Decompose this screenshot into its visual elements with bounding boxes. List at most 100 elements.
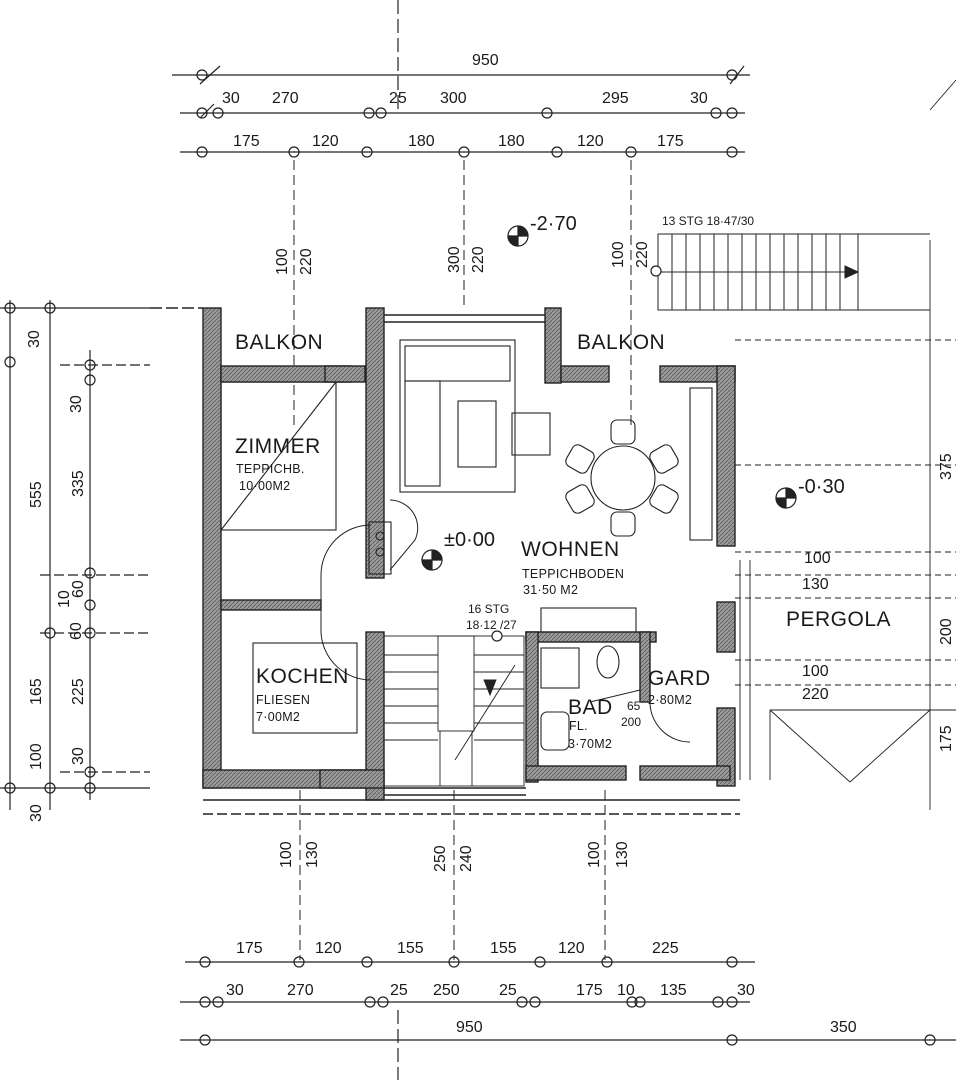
dim-left: 555 [28, 481, 45, 508]
dim-bottom-right: 350 [830, 1019, 857, 1036]
dim-top-r3: 120 [577, 133, 604, 150]
dim-inner-vertical: 100 [274, 248, 291, 275]
dim-inner-vertical: 220 [634, 241, 651, 268]
dim-top-r2: 30 [222, 90, 240, 107]
kochen-area: 7·00M2 [256, 710, 301, 724]
bottom-dimension-lines [180, 961, 956, 1080]
bad-label: BAD [568, 696, 613, 719]
interior-dimension-lines [293, 160, 632, 960]
pergola-label: PERGOLA [786, 608, 892, 631]
bad-area: 3·70M2 [568, 737, 613, 751]
level-markers [421, 225, 797, 642]
dim-bottom-r1: 155 [490, 940, 517, 957]
dim-inner-vertical: 100 [278, 841, 295, 868]
furniture [220, 339, 713, 751]
dim-bottom-overall: 950 [456, 1019, 483, 1036]
dim-left: 100 [28, 743, 45, 770]
dim-bottom-r1: 155 [397, 940, 424, 957]
dim-bottom-r1: 225 [652, 940, 679, 957]
wohnen-label: WOHNEN [521, 538, 620, 561]
zimmer-floor: TEPPICHB. [236, 462, 305, 476]
dim-bottom-r2: 270 [287, 982, 314, 999]
dim-top-r3: 175 [233, 133, 260, 150]
dim-left: 165 [28, 678, 45, 705]
dim-inner-vertical: 130 [614, 841, 631, 868]
dim-bottom-r2: 30 [737, 982, 755, 999]
dim-bottom-r2: 30 [226, 982, 244, 999]
dim-top-r3: 180 [498, 133, 525, 150]
dim-left: 335 [70, 470, 87, 497]
dim-bottom-r1: 120 [315, 940, 342, 957]
inner-staircase [383, 635, 525, 787]
dim-inner-vertical: 100 [586, 841, 603, 868]
dim-inner-vertical: 300 [446, 246, 463, 273]
dim-inner-vertical: 240 [458, 845, 475, 872]
dim-top-r3: 180 [408, 133, 435, 150]
dim-left: 30 [28, 804, 45, 822]
left-dimension-lines [0, 300, 150, 810]
dim-right-opening: 220 [802, 686, 829, 703]
kochen-floor: FLIESEN [256, 693, 311, 707]
gard-label: GARD [648, 667, 711, 690]
dim-bottom-r1: 175 [236, 940, 263, 957]
balkon-left-label: BALKON [235, 331, 324, 354]
dim-right-opening: 65 [627, 699, 641, 713]
dim-inner-vertical: 130 [304, 841, 321, 868]
kochen-label: KOCHEN [256, 665, 349, 688]
dim-right-opening: 130 [802, 576, 829, 593]
wohnen-area: 31·50 M2 [523, 583, 579, 597]
top-dimension-markers [196, 65, 745, 158]
dim-right-edge: 375 [938, 453, 955, 480]
dim-left: 30 [68, 395, 85, 413]
level-terrace: -0·30 [798, 476, 845, 498]
terrace-pergola [735, 79, 956, 810]
dim-inner-vertical: 250 [432, 845, 449, 872]
dim-bottom-r2: 135 [660, 982, 687, 999]
bad-floor: FL. [569, 719, 588, 733]
dim-bottom-r1: 120 [558, 940, 585, 957]
doors [320, 499, 691, 743]
dim-right-edge: 200 [938, 618, 955, 645]
level-wohnen: ±0·00 [444, 529, 496, 551]
level-outside-top: -2·70 [530, 213, 577, 235]
dim-top-r2: 300 [440, 90, 467, 107]
bottom-dimension-markers [199, 956, 936, 1046]
dim-top-r3: 120 [312, 133, 339, 150]
dim-bottom-r2: 10 [617, 982, 635, 999]
left-dimension-markers [4, 302, 96, 794]
dim-left: 225 [70, 678, 87, 705]
dim-top-r2: 295 [602, 90, 629, 107]
dim-top-r3: 175 [657, 133, 684, 150]
walls [150, 307, 740, 815]
wohnen-floor: TEPPICHBODEN [522, 567, 625, 581]
top-dimension-lines [172, 0, 750, 153]
balkon-right-label: BALKON [577, 331, 666, 354]
dim-left: 10 [56, 590, 73, 608]
dim-top-overall: 950 [472, 52, 499, 69]
outer-staircase [657, 233, 930, 311]
dim-top-r2: 270 [272, 90, 299, 107]
dim-inner-vertical: 220 [470, 246, 487, 273]
dim-bottom-r2: 25 [499, 982, 517, 999]
dim-left: 60 [68, 622, 85, 640]
dim-right-opening: 100 [804, 550, 831, 567]
dim-left: 30 [70, 747, 87, 765]
dim-right-opening: 100 [802, 663, 829, 680]
dim-top-r2: 25 [389, 90, 407, 107]
dim-right-edge: 175 [938, 725, 955, 752]
dim-top-r2: 30 [690, 90, 708, 107]
dim-inner-vertical: 100 [610, 241, 627, 268]
inner-stair-ratio: 18·12 /27 [466, 618, 517, 632]
dim-inner-vertical: 220 [298, 248, 315, 275]
dim-left: 30 [26, 330, 43, 348]
outer-stair-label: 13 STG 18·47/30 [662, 214, 755, 228]
dim-bottom-r2: 175 [576, 982, 603, 999]
zimmer-label: ZIMMER [235, 435, 321, 458]
zimmer-area: 10·00M2 [239, 479, 291, 493]
gard-area: 2·80M2 [648, 693, 693, 707]
dim-bottom-r2: 250 [433, 982, 460, 999]
dim-right-opening: 200 [621, 715, 642, 729]
dim-bottom-r2: 25 [390, 982, 408, 999]
inner-stair-count: 16 STG [468, 602, 510, 616]
